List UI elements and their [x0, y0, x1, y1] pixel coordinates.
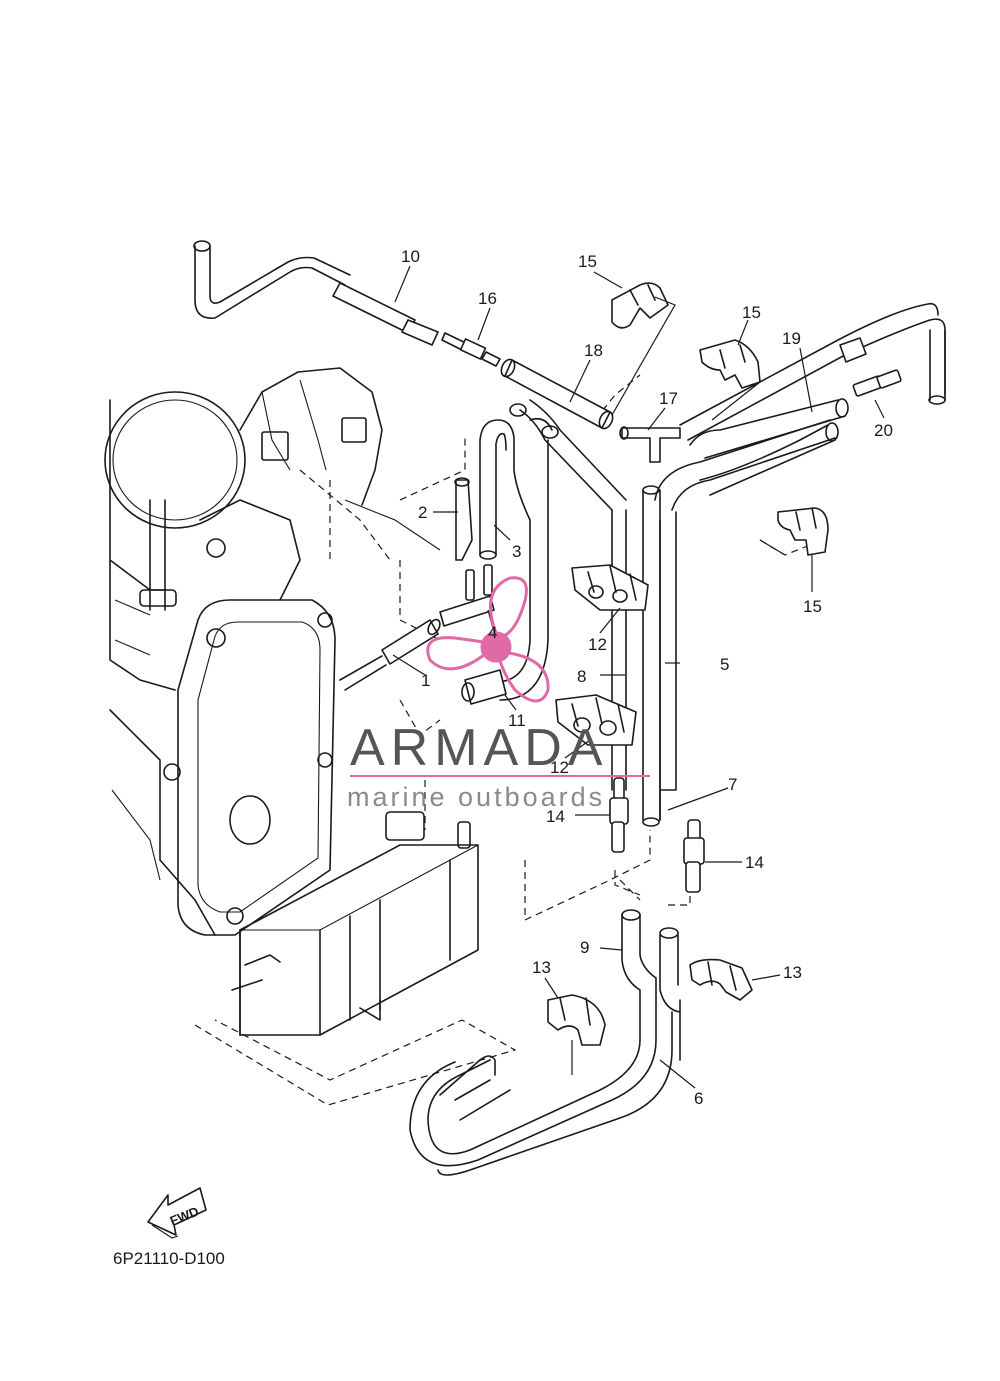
leader-lines [392, 265, 885, 1089]
callout-18: 18 [584, 341, 603, 360]
watermark-brand: ARMADA [350, 719, 608, 777]
clamp-13-right [689, 958, 753, 1001]
callout-1: 1 [421, 671, 430, 690]
callout-2: 2 [418, 503, 427, 522]
callout-9: 9 [580, 938, 589, 957]
callout-11: 11 [508, 711, 526, 730]
callout-20: 20 [874, 421, 893, 440]
callout-15-low: 15 [803, 597, 822, 616]
callout-4: 4 [488, 623, 497, 642]
callout-15-top: 15 [578, 252, 597, 271]
callout-5: 5 [720, 655, 729, 674]
callout-13-right: 13 [783, 963, 802, 982]
callout-3: 3 [512, 542, 521, 561]
hose-assembly [193, 240, 946, 1176]
callout-12-lower: 12 [550, 758, 569, 777]
callout-14-right: 14 [745, 853, 764, 872]
callout-16: 16 [478, 289, 497, 308]
armada-watermark: ARMADA marine outboards [347, 576, 650, 812]
callout-17: 17 [659, 389, 678, 408]
clamp-15-mid [699, 339, 761, 389]
callout-8: 8 [577, 667, 586, 686]
fwd-arrow: FWD [147, 1187, 207, 1239]
callout-10: 10 [401, 247, 420, 266]
fwd-label: FWD [168, 1204, 201, 1229]
clamp-12-upper [571, 564, 649, 611]
clamp-13-left [547, 994, 606, 1046]
propeller-icon [426, 576, 550, 703]
callout-numbers: 10 16 15 18 15 19 17 20 2 3 15 4 12 5 8 … [401, 247, 893, 1108]
callout-14-left: 14 [546, 807, 565, 826]
watermark-tagline: marine outboards [347, 782, 605, 812]
callout-19: 19 [782, 329, 801, 348]
callout-13-left: 13 [532, 958, 551, 977]
clamps [547, 282, 829, 1046]
clamp-12-lower [555, 694, 637, 746]
diagram-code: 6P21110-D100 [113, 1249, 225, 1268]
callout-6: 6 [694, 1089, 703, 1108]
callout-12-upper: 12 [588, 635, 607, 654]
clamp-15-low [777, 507, 829, 556]
fuel-canister [231, 811, 479, 1036]
callout-15-mid: 15 [742, 303, 761, 322]
engine-block [104, 367, 441, 936]
clamp-15-top [611, 282, 669, 329]
callout-7: 7 [728, 775, 737, 794]
